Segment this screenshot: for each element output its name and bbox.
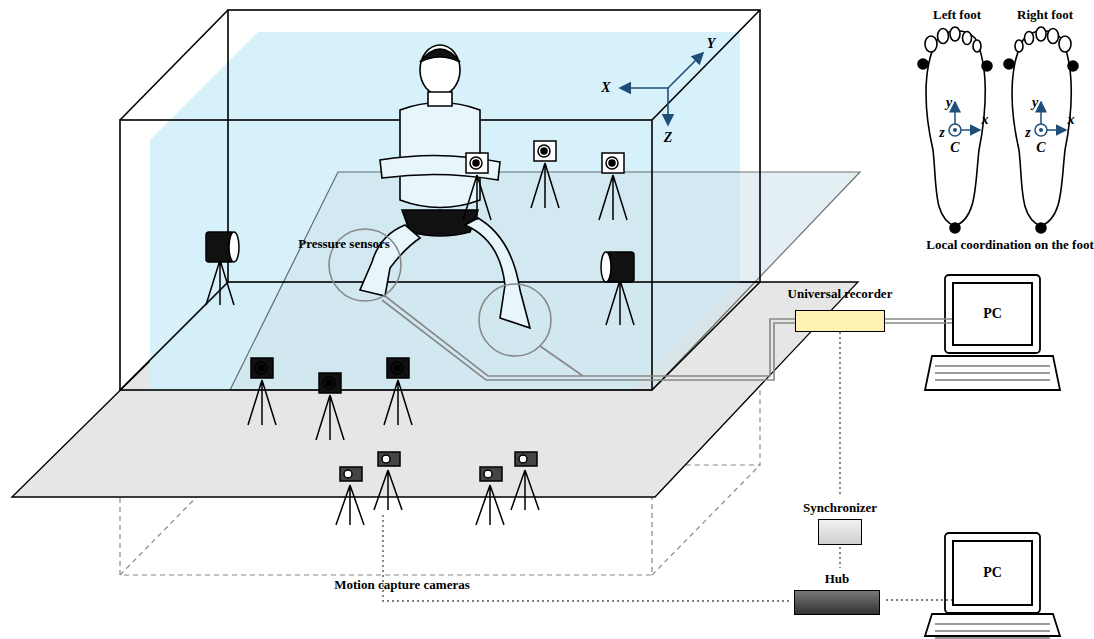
toe [925,36,937,52]
toe [1025,32,1034,45]
foot-outline [926,31,985,226]
connector [840,547,841,568]
label: x [1068,113,1075,127]
marker-dot [1068,61,1078,71]
camera [601,252,634,325]
camera [511,452,539,510]
connector [885,319,952,323]
toe [1059,36,1071,52]
marker-dot [1036,223,1046,233]
node-label: Synchronizer [800,497,880,516]
label: x [982,113,989,127]
key-row [935,631,1050,632]
device: Synchronizer [800,497,880,547]
toe [950,27,960,41]
device-body [794,590,880,615]
camera [476,467,504,525]
device: Universal recorder [795,310,885,332]
device: Hub [788,568,886,615]
label: C [950,141,959,155]
label: Pressure sensors [298,237,390,250]
marker-dot [1004,59,1014,69]
marker-dot [950,223,960,233]
label: z [1025,126,1030,140]
node-label: PC [983,306,1002,322]
label: X [601,81,610,95]
camera [531,141,559,208]
key-row [935,373,1050,374]
pc-screen: PC [952,282,1033,346]
toe [973,40,981,52]
node-label: Hub [788,568,886,587]
marker-dot [918,59,928,69]
camera [248,358,276,425]
key-row [935,380,1050,381]
label: Z [664,131,673,145]
toe [1036,27,1046,41]
camera [206,232,239,305]
node-label: PC [983,565,1002,581]
label: Y [707,37,716,51]
label: z [939,126,944,140]
toe [1015,40,1023,52]
toe [963,32,972,45]
key-row [935,366,1050,367]
camera [316,373,344,440]
pc-screen: PC [952,540,1033,606]
toe [1048,29,1059,44]
toe [938,29,949,44]
camera [599,153,627,220]
connector [840,332,841,497]
connector [886,600,952,601]
camera [336,467,364,525]
camera [384,358,412,425]
foot-outline [1012,31,1071,226]
camera [374,452,402,510]
device-body [818,519,862,545]
key-row [935,624,1050,625]
label: Motion capture cameras [334,578,470,591]
key-row [935,638,1050,639]
label: y [1032,96,1038,110]
label: C [1036,141,1045,155]
label: y [946,96,952,110]
marker-dot [982,61,992,71]
label: Left foot [933,8,981,21]
label: Right foot [1017,8,1073,21]
node-label: Universal recorder [788,286,893,302]
label: Local coordination on the foot [926,238,1094,251]
camera [463,153,491,220]
